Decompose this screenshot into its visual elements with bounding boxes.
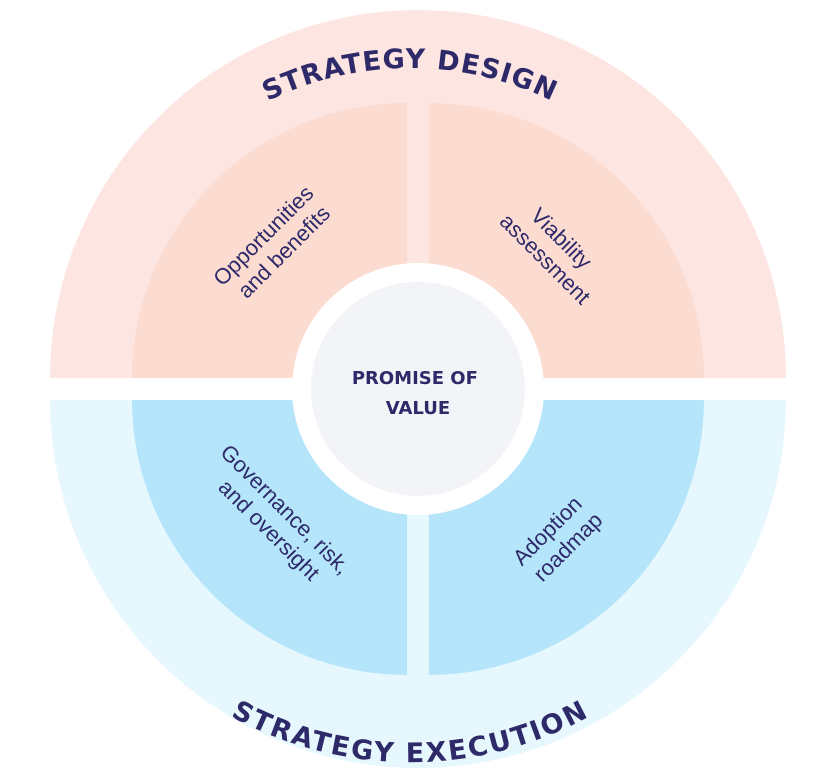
center-circle [311,282,525,496]
center-label: PROMISE OF VALUE [352,368,484,419]
